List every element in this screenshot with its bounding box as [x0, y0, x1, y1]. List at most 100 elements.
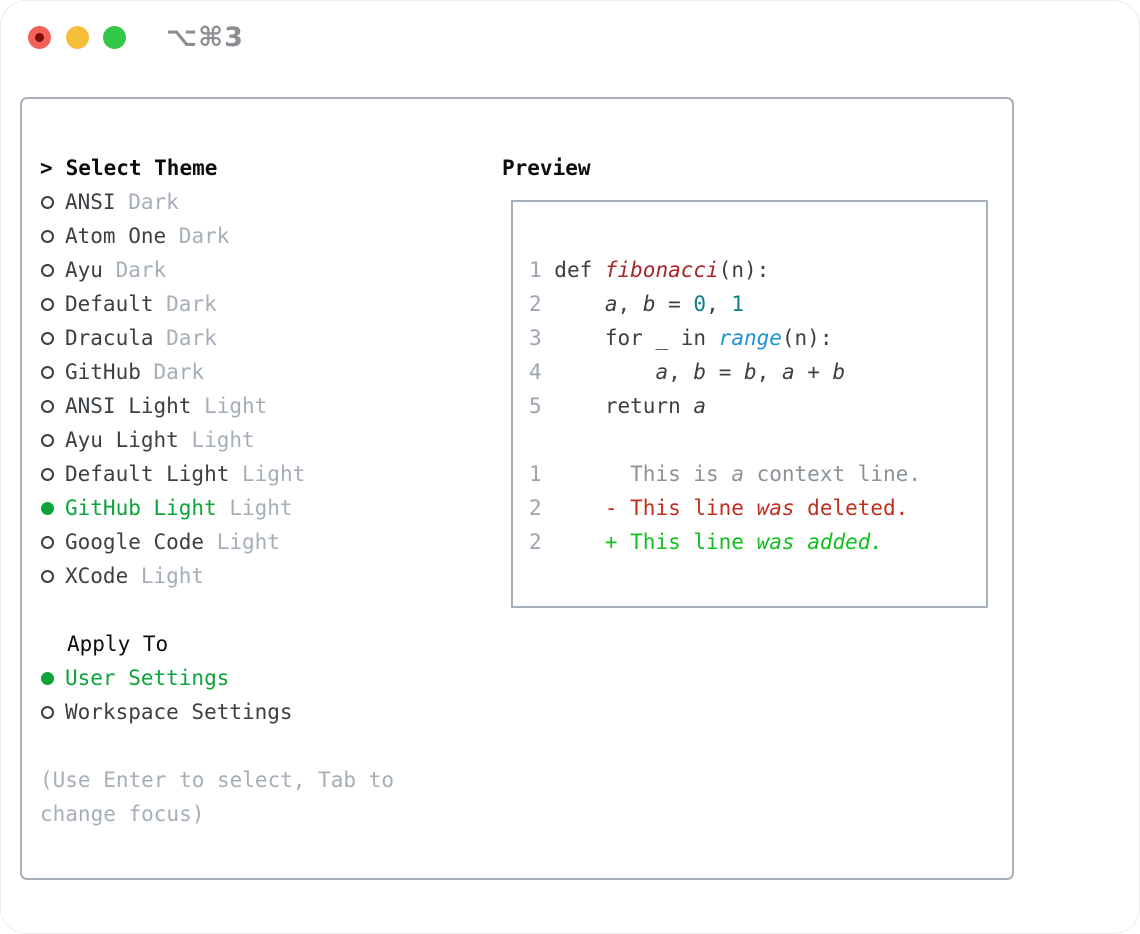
theme-name: XCode: [65, 564, 129, 588]
help-text-line: (Use Enter to select, Tab to: [40, 768, 395, 792]
theme-name: Ayu: [65, 258, 103, 282]
theme-option-ansi[interactable]: ANSI Dark: [40, 185, 480, 219]
code-segment: 1: [731, 292, 745, 316]
radio-icon: [41, 195, 54, 209]
theme-name: Default: [65, 292, 154, 316]
code-segment: was: [756, 496, 795, 520]
window-title: ⌥⌘3: [166, 22, 244, 53]
code-segment: for _ in: [554, 326, 719, 350]
minimize-button[interactable]: [66, 26, 89, 49]
theme-variant: Dark: [153, 326, 217, 350]
theme-variant: Dark: [153, 292, 217, 316]
theme-option-ansi-light[interactable]: ANSI Light Light: [40, 389, 480, 423]
code-line: 1 This is a context line.: [529, 457, 986, 491]
radio-icon: [41, 263, 54, 277]
radio-icon: [41, 467, 54, 481]
radio-selected-icon: [41, 671, 54, 685]
code-segment: a: [781, 360, 795, 384]
theme-option-atom-one[interactable]: Atom One Dark: [40, 219, 480, 253]
code-segment: b: [693, 360, 707, 384]
code-segment: b: [832, 360, 846, 384]
apply-option-workspace-settings[interactable]: Workspace Settings: [40, 695, 480, 729]
code-segment: (n):: [781, 326, 833, 350]
radio-selected-icon: [41, 501, 54, 515]
radio-icon: [41, 365, 54, 379]
code-line: 2 - This line was deleted.: [529, 491, 986, 525]
theme-variant: Light: [229, 462, 306, 486]
theme-option-github-light[interactable]: GitHub Light Light: [40, 491, 480, 525]
theme-variant: Light: [216, 496, 293, 520]
code-segment: context line.: [743, 462, 921, 486]
theme-option-dracula[interactable]: Dracula Dark: [40, 321, 480, 355]
theme-variant: Dark: [102, 258, 167, 282]
theme-option-default[interactable]: Default Dark: [40, 287, 480, 321]
theme-variant: Light: [128, 564, 205, 588]
preview-header: Preview: [502, 156, 591, 180]
theme-option-ayu[interactable]: Ayu Dark: [40, 253, 480, 287]
code-line: [529, 423, 986, 457]
code-segment: return: [554, 394, 694, 418]
zoom-button[interactable]: [103, 26, 126, 49]
theme-name: Dracula: [65, 326, 154, 350]
code-segment: ,: [617, 292, 643, 316]
radio-icon: [41, 433, 54, 447]
code-segment: a: [693, 394, 707, 418]
line-number: 2: [529, 530, 555, 554]
theme-name: ANSI Light: [65, 394, 192, 418]
spacer: [40, 593, 480, 627]
code-segment: b: [744, 360, 757, 384]
code-segment: +: [794, 360, 833, 384]
theme-variant: Light: [178, 428, 255, 452]
theme-variant: Light: [204, 530, 280, 554]
titlebar: ⌥⌘3: [0, 0, 1140, 74]
theme-name: GitHub: [65, 360, 141, 384]
theme-option-ayu-light[interactable]: Ayu Light Light: [40, 423, 480, 457]
close-button[interactable]: [28, 26, 51, 49]
code-segment: This is: [554, 462, 732, 486]
theme-option-google-code[interactable]: Google Code Light: [40, 525, 480, 559]
code-segment: (n):: [718, 258, 770, 282]
code-segment: =: [655, 292, 694, 316]
code-line: 2 a, b = 0, 1: [529, 287, 986, 321]
theme-name: GitHub Light: [65, 496, 217, 520]
theme-variant: Dark: [166, 224, 230, 248]
code-segment: a: [731, 462, 744, 486]
code-segment: ,: [756, 360, 782, 384]
theme-variant: Light: [191, 394, 268, 418]
theme-option-github[interactable]: GitHub Dark: [40, 355, 480, 389]
select-theme-header: >Select Theme: [40, 151, 480, 185]
apply-option-label: User Settings: [65, 666, 230, 690]
code-line: 1 def fibonacci(n):: [529, 253, 986, 287]
code-line: 2 + This line was added.: [529, 525, 986, 559]
code-segment: [554, 292, 605, 316]
code-line: 4 a, b = b, a + b: [529, 355, 986, 389]
code-line: 3 for _ in range(n):: [529, 321, 986, 355]
line-number: [529, 428, 554, 452]
theme-option-xcode[interactable]: XCode Light: [40, 559, 480, 593]
selection-caret-icon: >: [40, 156, 53, 180]
radio-icon: [41, 569, 54, 583]
apply-option-user-settings[interactable]: User Settings: [40, 661, 480, 695]
radio-icon: [41, 535, 54, 549]
code-segment: range: [718, 326, 782, 350]
theme-option-default-light[interactable]: Default Light Light: [40, 457, 480, 491]
radio-icon: [41, 229, 54, 243]
code-segment: def: [554, 258, 605, 282]
code-line: 5 return a: [529, 389, 986, 423]
code-segment: [795, 530, 808, 554]
theme-name: Ayu Light: [65, 428, 179, 452]
theme-name: Default Light: [65, 462, 230, 486]
code-segment: + This line: [554, 530, 757, 554]
theme-variant: Dark: [140, 360, 205, 384]
help-text-line: change focus): [40, 802, 205, 826]
code-segment: [554, 360, 655, 384]
code-segment: ,: [668, 360, 694, 384]
code-segment: fibonacci: [604, 258, 719, 282]
line-number: 1: [529, 258, 555, 282]
code-segment: a: [604, 292, 618, 316]
theme-name: Atom One: [65, 224, 167, 248]
